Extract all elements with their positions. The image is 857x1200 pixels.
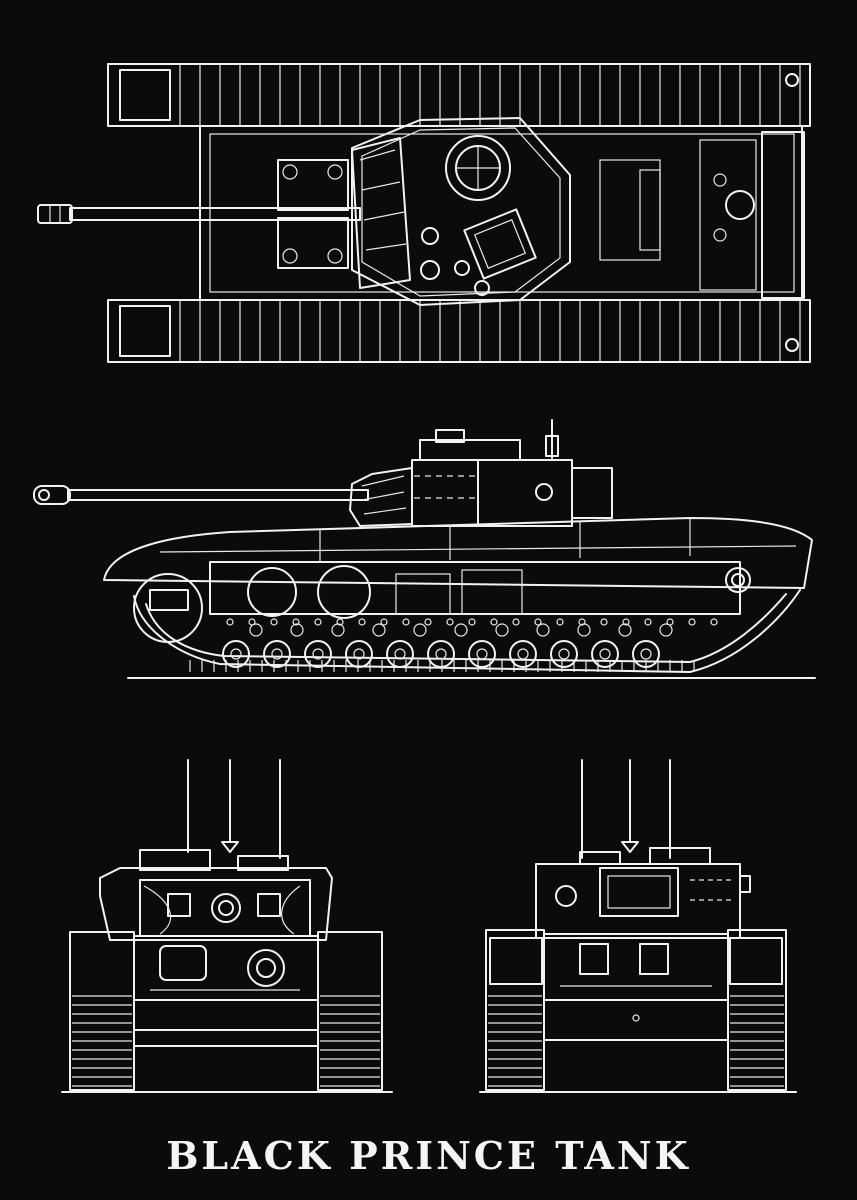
tank-top-view-icon [37, 63, 811, 363]
tank-side-view-icon [33, 419, 816, 679]
tank-front-view-icon [61, 759, 393, 1093]
tank-rear-view-icon [479, 759, 797, 1093]
poster-title: BLACK PRINCE TANK [166, 1133, 691, 1178]
